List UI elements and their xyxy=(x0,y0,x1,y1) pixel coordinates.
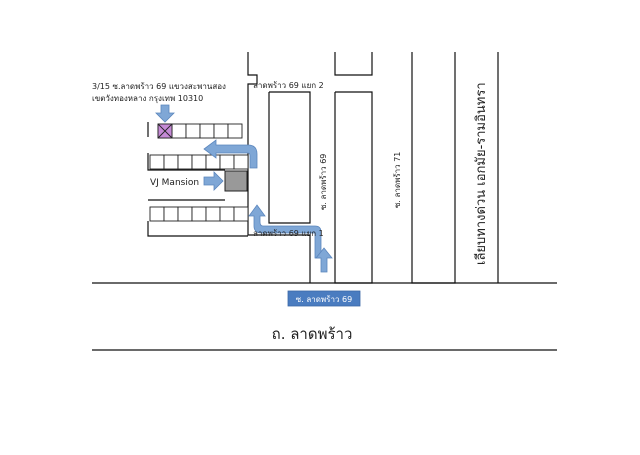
address-line-1: 3/15 ซ.ลาดพร้าว 69 แขวงสะพานสอง xyxy=(92,82,226,91)
label-soi-69-entrance: ซ. ลาดพร้าว 69 xyxy=(296,295,352,304)
label-soi-69-yaek-1: ลาดพร้าว 69 แยก 1 xyxy=(253,229,324,238)
sub-soi-edge-2 xyxy=(147,153,225,171)
entrance-arrow xyxy=(315,247,333,273)
soi-69-left-edge xyxy=(247,52,311,283)
soi-69-block-a xyxy=(268,91,311,224)
vj-mansion-building xyxy=(224,170,248,192)
route-arrow-lower xyxy=(248,204,322,259)
route-arrow-upper xyxy=(203,139,258,169)
house-row-3 xyxy=(149,206,249,222)
soi-71-block xyxy=(411,52,456,284)
soi-69-right-edge xyxy=(334,52,373,76)
soi-69-block-b xyxy=(334,91,373,284)
house-row-2 xyxy=(149,154,249,170)
label-vj-mansion: VJ Mansion xyxy=(150,178,199,188)
label-soi-69-yaek-2: ลาดพร้าว 69 แยก 2 xyxy=(253,81,324,90)
label-soi-71: ซ. ลาดพร้าว 71 xyxy=(393,152,402,208)
sub-soi-edge-4 xyxy=(147,221,248,237)
address-pointer-arrow xyxy=(155,104,175,123)
mansion-pointer-arrow xyxy=(203,171,224,191)
label-expressway: เลียบทางด่วน เอกมัย-รามอินทรา xyxy=(473,82,489,265)
label-soi-69-vertical: ซ. ลาดพร้าว 69 xyxy=(319,154,328,210)
address-line-2: เขตวังทองหลาง กรุงเทพ 10310 xyxy=(92,94,203,103)
target-house-marker xyxy=(157,123,173,139)
label-main-road: ถ. ลาดพร้าว xyxy=(272,325,353,343)
soi-69-entrance-box xyxy=(287,290,361,307)
house-row-1 xyxy=(157,123,243,139)
